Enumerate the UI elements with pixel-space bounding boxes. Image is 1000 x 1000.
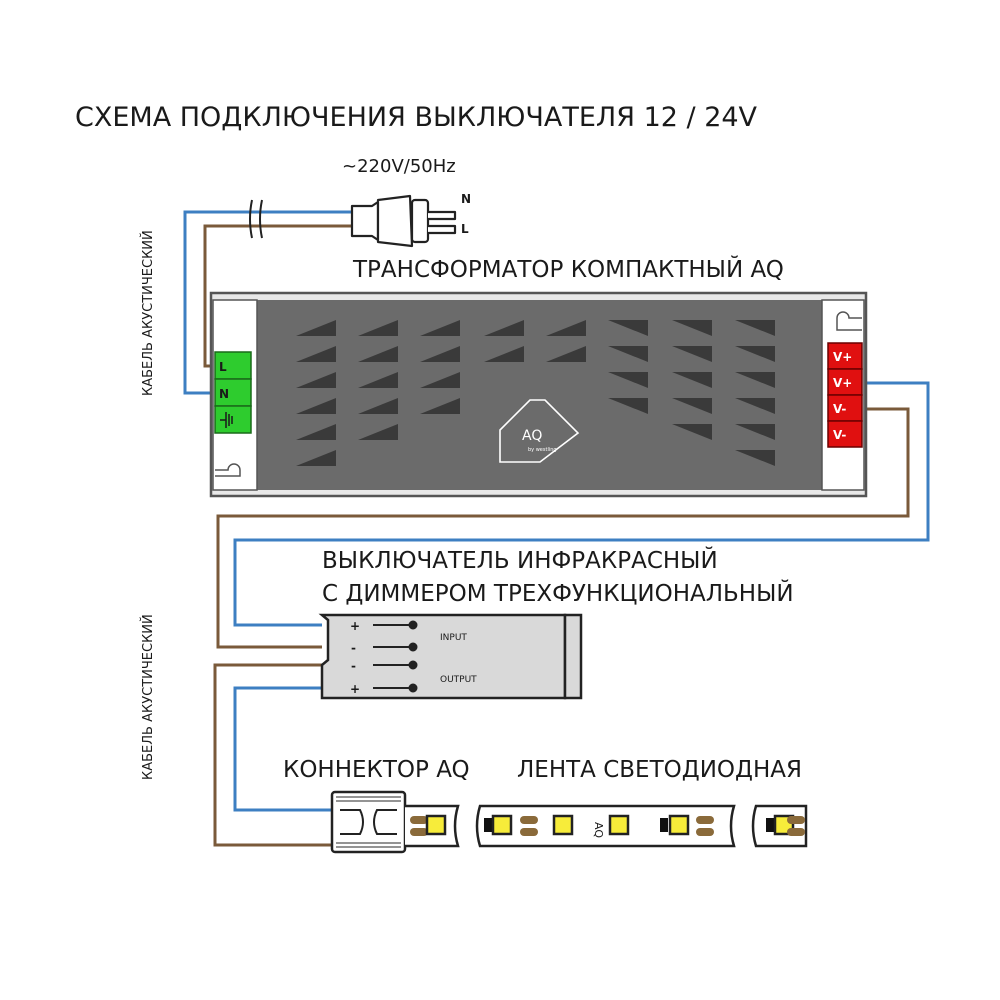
wires (183, 210, 930, 847)
vent-slot (546, 320, 586, 336)
mains-label: ~220V/50Hz (342, 156, 456, 177)
led-chip (425, 814, 447, 836)
wire-mains-n (183, 210, 352, 395)
switch-input-label: INPUT (440, 633, 467, 643)
led-chip (668, 814, 690, 836)
led-pad (766, 818, 774, 832)
cable-label-bottom: КАБЕЛЬ АКУСТИЧЕСКИЙ (140, 614, 156, 780)
vent-slot (296, 424, 336, 440)
switch-pin-in-plus: + (350, 619, 360, 633)
led-pad (660, 818, 668, 832)
svg-text:AQ: AQ (522, 428, 542, 444)
terminal-vminus-2-label: V- (833, 428, 846, 442)
wire-dc-minus (216, 407, 910, 649)
vent-slot (484, 320, 524, 336)
wire-out-plus (233, 686, 332, 812)
ground-icon (220, 412, 233, 428)
vent-slot (358, 346, 398, 362)
vent-slot (608, 346, 648, 362)
terminal-l-label: L (219, 360, 227, 374)
led-chip (552, 814, 574, 836)
diagram-title: СХЕМА ПОДКЛЮЧЕНИЯ ВЫКЛЮЧАТЕЛЯ 12 / 24V (75, 102, 758, 133)
led-chips (410, 814, 805, 836)
ir-dimmer-switch: + - - + INPUT OUTPUT (318, 613, 583, 700)
wire-out-minus (213, 663, 332, 847)
vent-slot (608, 398, 648, 414)
switch-label-line1: ВЫКЛЮЧАТЕЛЬ ИНФРАКРАСНЫЙ (322, 546, 718, 574)
plug-icon (350, 194, 457, 248)
input-terminal-block: L N (214, 351, 252, 434)
output-terminal-block: V+ V+ V- V- (827, 342, 863, 448)
aq-logo-icon: AQ by westling (499, 399, 580, 463)
mount-slot-right (836, 311, 862, 331)
transformer-body (257, 300, 822, 490)
vent-slot (672, 372, 712, 388)
resistor (696, 816, 714, 836)
vent-slot (672, 320, 712, 336)
vent-slot (296, 320, 336, 336)
svg-text:by westling: by westling (528, 447, 557, 453)
vent-slot (735, 398, 775, 414)
led-chip (608, 814, 630, 836)
led-chip (491, 814, 513, 836)
vent-slot (420, 398, 460, 414)
vent-slot (735, 424, 775, 440)
terminal-vminus-1-label: V- (833, 402, 846, 416)
vent-slot (546, 346, 586, 362)
switch-output-label: OUTPUT (440, 675, 477, 685)
vent-slot (358, 424, 398, 440)
resistor (520, 816, 538, 836)
vent-slot (672, 346, 712, 362)
switch-pin-out-plus: + (350, 682, 360, 696)
wire-dc-plus (233, 381, 930, 627)
vent-slot (735, 372, 775, 388)
plug-pin-n-label: N (461, 192, 471, 206)
switch-pin-in-minus: - (351, 641, 356, 655)
switch-pins (373, 620, 418, 693)
vent-grille (296, 320, 775, 466)
vent-slot (296, 346, 336, 362)
vent-slot (420, 320, 460, 336)
vent-slot (296, 398, 336, 414)
aq-connector (330, 790, 407, 854)
switch-label-line2: С ДИММЕРОМ ТРЕХФУНКЦИОНАЛЬНЫЙ (322, 579, 794, 607)
vent-slot (608, 372, 648, 388)
vent-slot (484, 346, 524, 362)
terminal-vplus-1-label: V+ (833, 350, 852, 364)
vent-slot (420, 346, 460, 362)
mount-slot-left (215, 463, 241, 477)
vent-slot (358, 320, 398, 336)
led-pad (484, 818, 492, 832)
switch-pin-out-minus: - (351, 659, 356, 673)
vent-slot (296, 372, 336, 388)
vent-slot (420, 372, 460, 388)
vent-slot (672, 424, 712, 440)
vent-slot (358, 372, 398, 388)
vent-slot (358, 398, 398, 414)
resistor (787, 816, 805, 836)
resistor (410, 816, 428, 836)
vent-slot (735, 450, 775, 466)
vent-slot (672, 398, 712, 414)
plug-pin-l-label: L (461, 222, 469, 236)
led-strip: AQ (405, 804, 808, 848)
vent-slot (735, 320, 775, 336)
strip-logo: AQ (592, 822, 605, 838)
transformer-label: ТРАНСФОРМАТОР КОМПАКТНЫЙ AQ (352, 255, 784, 283)
connector-label: КОННЕКТОР AQ (283, 757, 470, 783)
transformer: AQ by westling L N V+ V+ V- (209, 291, 868, 498)
strip-label: ЛЕНТА СВЕТОДИОДНАЯ (517, 757, 802, 783)
terminal-vplus-2-label: V+ (833, 376, 852, 390)
vent-slot (735, 346, 775, 362)
cable-label-top: КАБЕЛЬ АКУСТИЧЕСКИЙ (140, 230, 156, 396)
vent-slot (296, 450, 336, 466)
terminal-n-label: N (219, 387, 229, 401)
vent-slot (608, 320, 648, 336)
cable-break-mark (249, 199, 263, 239)
